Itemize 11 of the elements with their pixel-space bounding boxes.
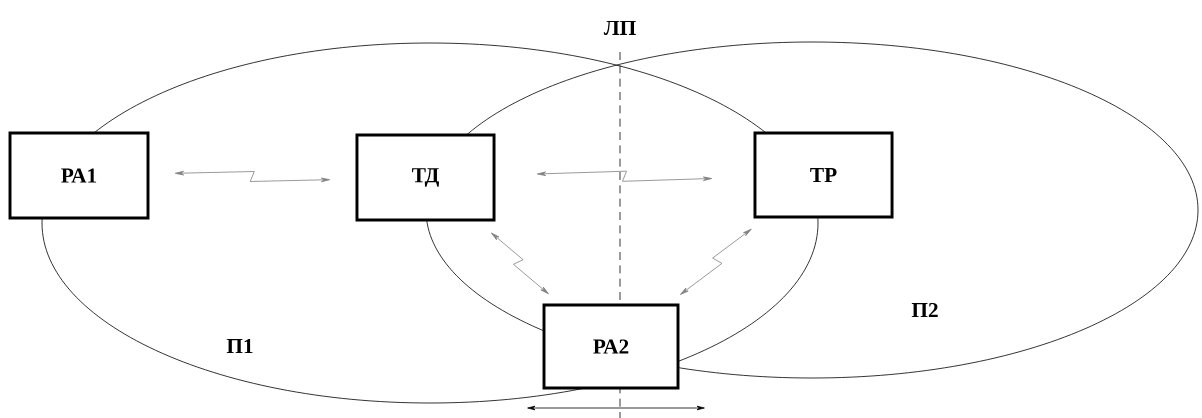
radio-link-arrow bbox=[174, 170, 331, 183]
zone-label: П2 bbox=[910, 301, 940, 319]
radio-link-arrow bbox=[536, 170, 713, 182]
radio-link-arrow bbox=[491, 232, 549, 295]
station-box: РА1 bbox=[8, 131, 150, 220]
line-label: ЛП bbox=[602, 19, 638, 37]
zone-label: П1 bbox=[225, 337, 255, 355]
station-box: ТД bbox=[355, 133, 496, 222]
radio-link-arrow bbox=[680, 228, 752, 295]
station-box: РА2 bbox=[542, 303, 680, 390]
station-box: ТР bbox=[753, 131, 894, 219]
